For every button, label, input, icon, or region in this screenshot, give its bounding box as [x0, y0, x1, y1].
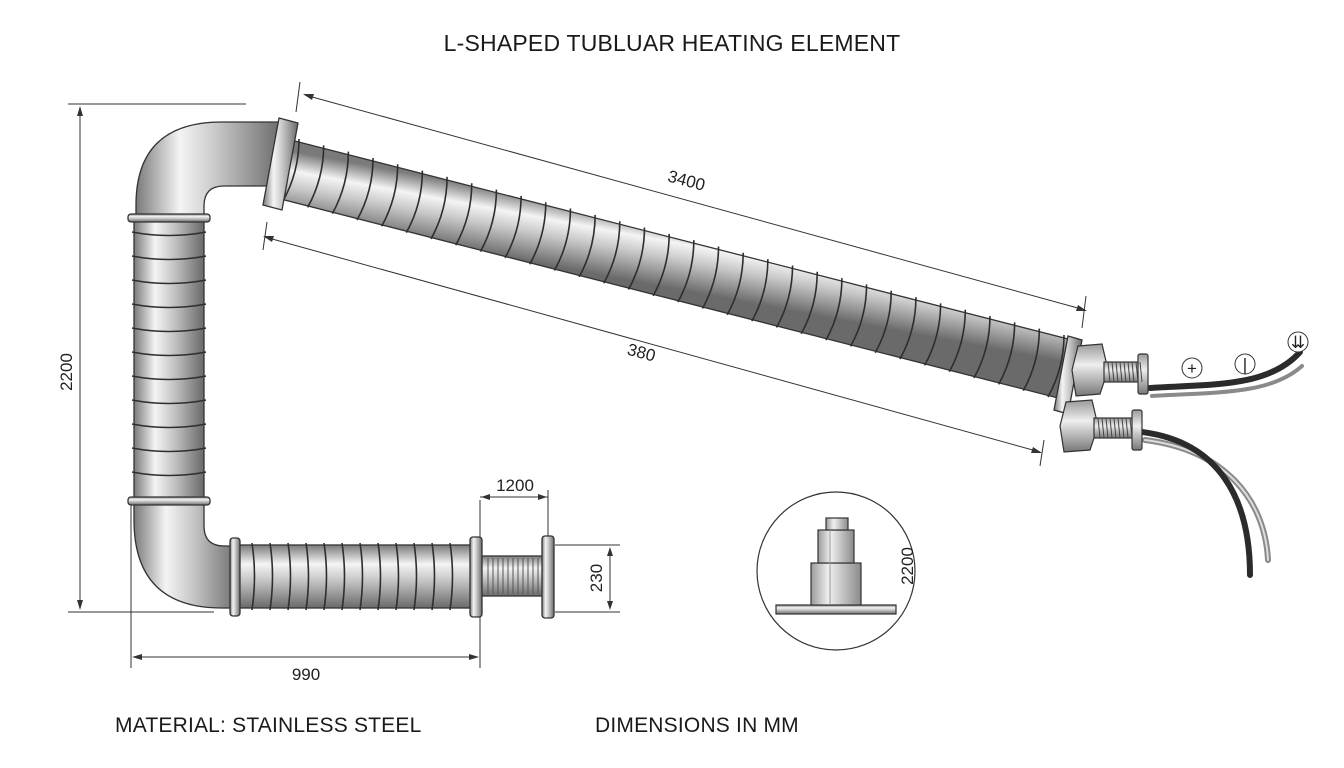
vertical-height-dimension: 2200 [57, 353, 76, 391]
thread-line [1111, 361, 1115, 383]
terminal-threads [1097, 361, 1143, 439]
coil-ring [359, 542, 364, 611]
thread-line [1117, 417, 1121, 439]
thread-line [1101, 417, 1105, 439]
coil-ring [578, 214, 596, 278]
coil-ring [874, 290, 893, 354]
coil-ring [652, 233, 670, 297]
coil-ring [131, 375, 207, 381]
coil-ring [603, 221, 621, 284]
detail-view [756, 491, 916, 651]
positive-terminal-label: + [1187, 359, 1197, 378]
coil-ring [131, 351, 207, 357]
coil-ring [356, 157, 374, 221]
coil-ring [430, 176, 448, 240]
units-note: DIMENSIONS IN MM [595, 714, 799, 737]
positive-terminal-symbol: + [1181, 357, 1203, 379]
material-note: MATERIAL: STAINLESS STEEL [115, 714, 422, 737]
thread-line [1115, 361, 1119, 383]
coil-ring [800, 271, 819, 335]
coil-ring [529, 202, 547, 265]
coil-ring [504, 195, 522, 259]
coil-ring [377, 542, 382, 611]
coil-ring [627, 227, 646, 290]
coil-ring [395, 542, 400, 611]
thread-line [1129, 417, 1133, 439]
thread-line [1097, 417, 1101, 439]
coil-ring [825, 278, 843, 341]
coil-ring [131, 471, 207, 477]
coil-ring [997, 322, 1016, 385]
coil-ring [449, 542, 454, 611]
coil-ring [287, 542, 292, 611]
upper-length-dimension: 3400 [666, 167, 707, 195]
thread-line [1125, 417, 1129, 439]
coil-ring [677, 240, 695, 303]
coil-ring [455, 183, 473, 246]
coil-ring [973, 316, 991, 379]
coil-ring [923, 303, 942, 366]
coil-ring [131, 255, 207, 261]
detail-height-dimension: 2200 [898, 547, 917, 585]
inner-length-dimension: 380 [625, 340, 657, 366]
coil-ring [131, 279, 207, 285]
thread-line [1127, 361, 1131, 383]
coil-ring [131, 399, 207, 405]
coil-ring [131, 231, 207, 237]
coil-ring [1047, 334, 1065, 398]
coil-windings [131, 138, 1065, 611]
thread-line [1131, 361, 1135, 383]
thread-line [1119, 361, 1123, 383]
coil-ring [405, 170, 424, 233]
coil-ring [251, 542, 256, 611]
coil-ring [131, 423, 207, 429]
coil-ring [553, 208, 572, 271]
coil-ring [131, 447, 207, 453]
thread-line [1123, 361, 1127, 383]
coil-ring [849, 284, 868, 347]
thread-line [1139, 361, 1143, 383]
coil-ring [381, 164, 399, 227]
thread-line [1121, 417, 1125, 439]
thread-line [1107, 361, 1111, 383]
coil-ring [431, 542, 436, 611]
thread-line [1135, 361, 1139, 383]
dimension-lines [68, 81, 1087, 668]
coil-ring [726, 252, 744, 316]
negative-terminal-symbol: | [1234, 353, 1256, 375]
bottom-length-dimension: 990 [292, 665, 320, 684]
coil-ring [282, 138, 300, 202]
coil-ring [775, 265, 794, 328]
drawing-title: L-SHAPED TUBLUAR HEATING ELEMENT [443, 30, 901, 56]
coil-ring [751, 259, 769, 322]
power-cables [1139, 349, 1304, 578]
thread-line [1105, 417, 1109, 439]
coil-ring [479, 189, 498, 252]
coil-ring [899, 297, 917, 360]
coil-ring [269, 542, 274, 611]
coil-ring [413, 542, 418, 611]
tube-flanges [127, 117, 1083, 619]
coil-ring [1022, 328, 1041, 392]
flange-height-dimension: 230 [587, 564, 606, 592]
coil-ring [331, 151, 350, 215]
terminal-symbols: + | ⇊ [1181, 331, 1309, 379]
coil-ring [131, 303, 207, 309]
ground-terminal-symbol: ⇊ [1287, 331, 1309, 353]
thread-line [1109, 417, 1113, 439]
coil-ring [323, 542, 328, 611]
coil-ring [341, 542, 346, 611]
coil-ring [131, 327, 207, 333]
coil-ring [948, 309, 967, 373]
negative-terminal-label: | [1243, 355, 1247, 374]
thread-line [1113, 417, 1117, 439]
coil-ring [306, 145, 325, 208]
flange-width-dimension: 1200 [496, 476, 534, 495]
coil-ring [701, 246, 720, 309]
ground-terminal-label: ⇊ [1291, 333, 1305, 352]
coil-ring [305, 542, 310, 611]
